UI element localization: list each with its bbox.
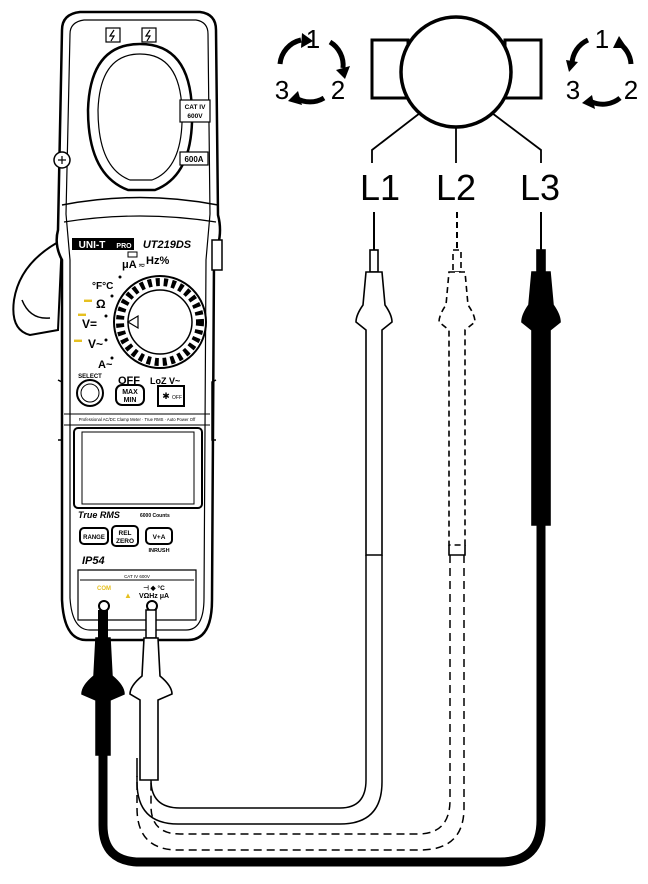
- dial-yellow-mark-1: ▬: [84, 295, 92, 304]
- terminal-com-label: COM: [97, 586, 111, 592]
- jaw-rating-text: 600A: [184, 155, 203, 164]
- rotation-right-3: 3: [566, 75, 580, 105]
- function-dial[interactable]: [113, 275, 207, 369]
- line-label-l3: L3: [520, 167, 560, 208]
- jaw-rating-box: [179, 151, 209, 166]
- zero-label: ZERO: [116, 538, 134, 545]
- dial-position-dots: [104, 275, 122, 360]
- lcd-screen: [81, 431, 195, 505]
- cat-rating-box: [179, 99, 211, 123]
- true-rms-label: True RMS: [78, 510, 120, 520]
- dial-label-volt-ac: V~: [88, 337, 103, 351]
- line-label-l2: L2: [436, 167, 476, 208]
- terminal-warning-icon: ▲: [124, 591, 132, 600]
- rel-label: REL: [119, 530, 132, 537]
- rotation-right-1: 1: [595, 24, 609, 54]
- dial-label-lozv: LoZ V~: [150, 376, 180, 386]
- rotation-indicator-right: 1 2 3: [566, 24, 638, 109]
- dial-label-hz: Hz%: [146, 255, 169, 267]
- probe-l2-end: [448, 545, 466, 556]
- backlight-icon: ✱: [162, 391, 170, 401]
- range-button[interactable]: RANGE: [79, 527, 109, 545]
- model-name: UT219DS: [143, 239, 192, 251]
- brand-suffix: PRO: [116, 243, 132, 250]
- ip-rating-label: IP54: [82, 555, 105, 567]
- info-strip-text: Professional AC/DC Clamp Meter · True RM…: [79, 417, 196, 422]
- jaw-opening: [86, 42, 194, 192]
- probe-l2: [438, 212, 476, 546]
- terminal-symbols: ⊣ ◆ °C: [143, 584, 165, 592]
- jaw-warning-icon-left: [105, 27, 121, 43]
- lead-l1: [136, 555, 383, 825]
- dial-label-amp-ac: A~: [98, 359, 113, 371]
- select-button-label: SELECT: [78, 374, 102, 380]
- inrush-label: INRUSH: [148, 548, 169, 554]
- dial-yellow-mark-3: ▬: [74, 335, 82, 344]
- terminal-input-label: VΩHz μA: [139, 593, 169, 600]
- probe-l3: [521, 212, 561, 526]
- rotation-left-1: 1: [306, 24, 320, 54]
- rotation-left-2: 2: [331, 75, 345, 105]
- rotation-left-3: 3: [275, 75, 289, 105]
- jaw-trigger: [12, 238, 64, 337]
- counts-label: 6000 Counts: [140, 513, 170, 519]
- cat-rating-text-2: 600V: [187, 113, 203, 120]
- range-label: RANGE: [83, 535, 105, 541]
- dial-label-temperature: °F°C: [92, 281, 113, 292]
- dial-label-ohm: Ω: [96, 297, 106, 311]
- max-min-label-1: MAX: [122, 389, 138, 396]
- rotation-right-2: 2: [624, 75, 638, 105]
- rel-zero-button[interactable]: REL ZERO: [111, 525, 139, 547]
- lead-l3: [98, 520, 546, 867]
- jaw-warning-icon-right: [141, 27, 157, 43]
- lead-l2: [136, 555, 465, 851]
- max-min-button[interactable]: MAX MIN: [115, 384, 145, 406]
- brand-text: UNI-T: [79, 240, 106, 251]
- dial-yellow-mark-2: ▬: [78, 309, 86, 318]
- motor: L1 L2 L3: [360, 15, 560, 208]
- motor-wire-l1: [371, 112, 421, 163]
- select-button[interactable]: [76, 379, 104, 407]
- v-a-button[interactable]: V+A: [145, 527, 173, 545]
- backlight-label: OFF: [172, 395, 182, 401]
- brand-logo: [72, 238, 134, 250]
- dial-label-microamp: μA: [122, 259, 137, 271]
- com-jack[interactable]: [98, 600, 110, 612]
- terminal-cat-label: CAT IV 600V: [124, 574, 150, 579]
- clamp-meter: CAT IV 600V 600A UNI-T PRO UT219DS μA ≂ …: [12, 10, 223, 642]
- probe-l1: [355, 212, 393, 556]
- motor-body: [399, 15, 513, 129]
- backlight-button[interactable]: ✱ OFF: [157, 385, 185, 407]
- dial-label-volt-dc: V=: [82, 317, 97, 331]
- max-min-label-2: MIN: [124, 397, 137, 404]
- rotation-indicator-left: 1 2 3: [275, 24, 350, 105]
- v-a-label: V+A: [153, 534, 166, 541]
- dial-label-microamp-dc-sign: ≂: [138, 260, 146, 270]
- input-plug: [129, 609, 173, 781]
- cat-rating-text-1: CAT IV: [185, 104, 206, 111]
- line-label-l1: L1: [360, 167, 400, 208]
- com-plug: [81, 610, 125, 756]
- motor-wire-l3: [491, 112, 542, 163]
